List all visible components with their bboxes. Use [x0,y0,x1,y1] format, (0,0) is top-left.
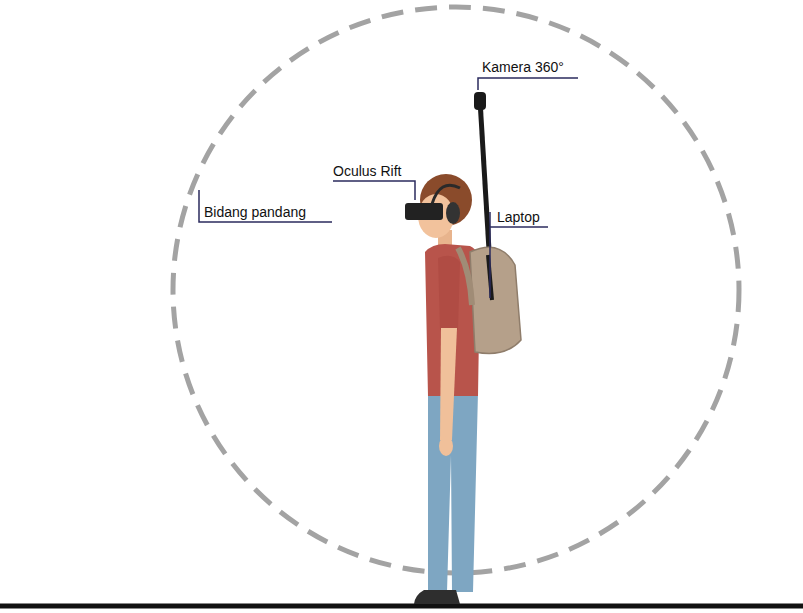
part-label-box: Kamera 360° [482,58,564,76]
leader-line [199,190,332,222]
headphone [446,202,460,224]
leader-line [478,78,578,90]
part-label: Laptop [497,209,540,225]
part-label: Kamera 360° [482,59,564,75]
backpack-strap [458,248,472,305]
headset-strap [432,185,460,204]
jeans [428,392,478,592]
sleeve [438,256,460,330]
oculus-rift-headset [405,203,443,220]
part-label: Bidang pandang [204,204,306,220]
leader-line [489,212,491,298]
leader-line [333,181,415,200]
backpack [470,247,521,353]
hand [439,436,453,456]
camera-360 [474,92,486,110]
part-label-box: Laptop [497,208,540,226]
part-label-box: Oculus Rift [333,162,401,180]
forearm [440,328,457,440]
part-label-box: Bidang pandang [204,203,306,221]
ground-line [0,604,803,609]
part-label: Oculus Rift [333,163,401,179]
shoe [414,590,460,604]
leader-line [490,226,548,228]
